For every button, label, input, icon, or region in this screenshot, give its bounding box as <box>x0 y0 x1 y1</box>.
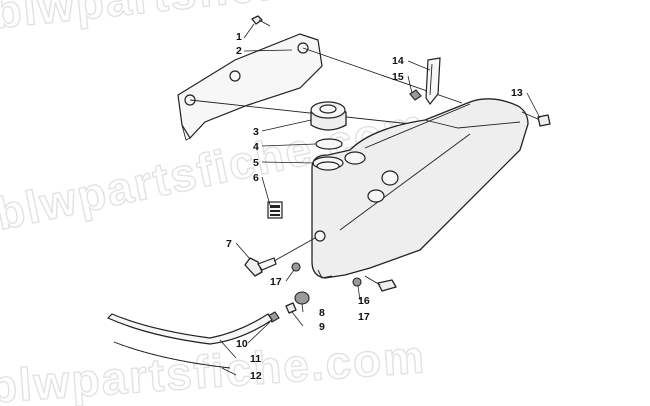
callout-17-upper: 17 <box>270 276 282 288</box>
vent-fitting <box>244 237 316 277</box>
callout-17-lower: 17 <box>358 311 370 323</box>
callout-8: 8 <box>319 307 325 319</box>
callout-2: 2 <box>236 45 242 57</box>
callout-7: 7 <box>226 238 232 250</box>
washer-lower <box>352 277 362 287</box>
bracket-nut <box>409 89 422 101</box>
mount-bracket <box>425 57 441 106</box>
heat-shield <box>177 33 323 141</box>
callout-10: 10 <box>236 338 248 350</box>
oil-tank <box>311 98 529 279</box>
callout-15: 15 <box>392 71 404 83</box>
washer-upper <box>291 262 301 272</box>
callout-13: 13 <box>511 87 523 99</box>
callout-16: 16 <box>358 295 370 307</box>
side-bolt <box>521 111 551 127</box>
drain-fitting <box>285 302 297 314</box>
callout-3: 3 <box>253 126 259 138</box>
watermark-top: blwpartsfiche.com <box>0 0 432 38</box>
callout-9: 9 <box>319 321 325 333</box>
callout-11: 11 <box>250 353 261 365</box>
drain-hose <box>106 313 273 345</box>
lower-bolt <box>364 275 397 292</box>
hose-spring <box>113 341 231 369</box>
filler-neck <box>312 156 344 171</box>
callout-6: 6 <box>253 172 259 184</box>
callout-1: 1 <box>236 31 242 43</box>
callout-14: 14 <box>392 55 404 67</box>
cap-gasket <box>315 138 343 150</box>
tank-cap <box>310 101 347 131</box>
callout-5: 5 <box>253 157 259 169</box>
drain-grommet <box>294 291 310 305</box>
callout-4: 4 <box>253 141 259 153</box>
callout-12: 12 <box>250 370 262 382</box>
shield-bolt <box>251 15 271 27</box>
warning-decal <box>267 201 283 219</box>
